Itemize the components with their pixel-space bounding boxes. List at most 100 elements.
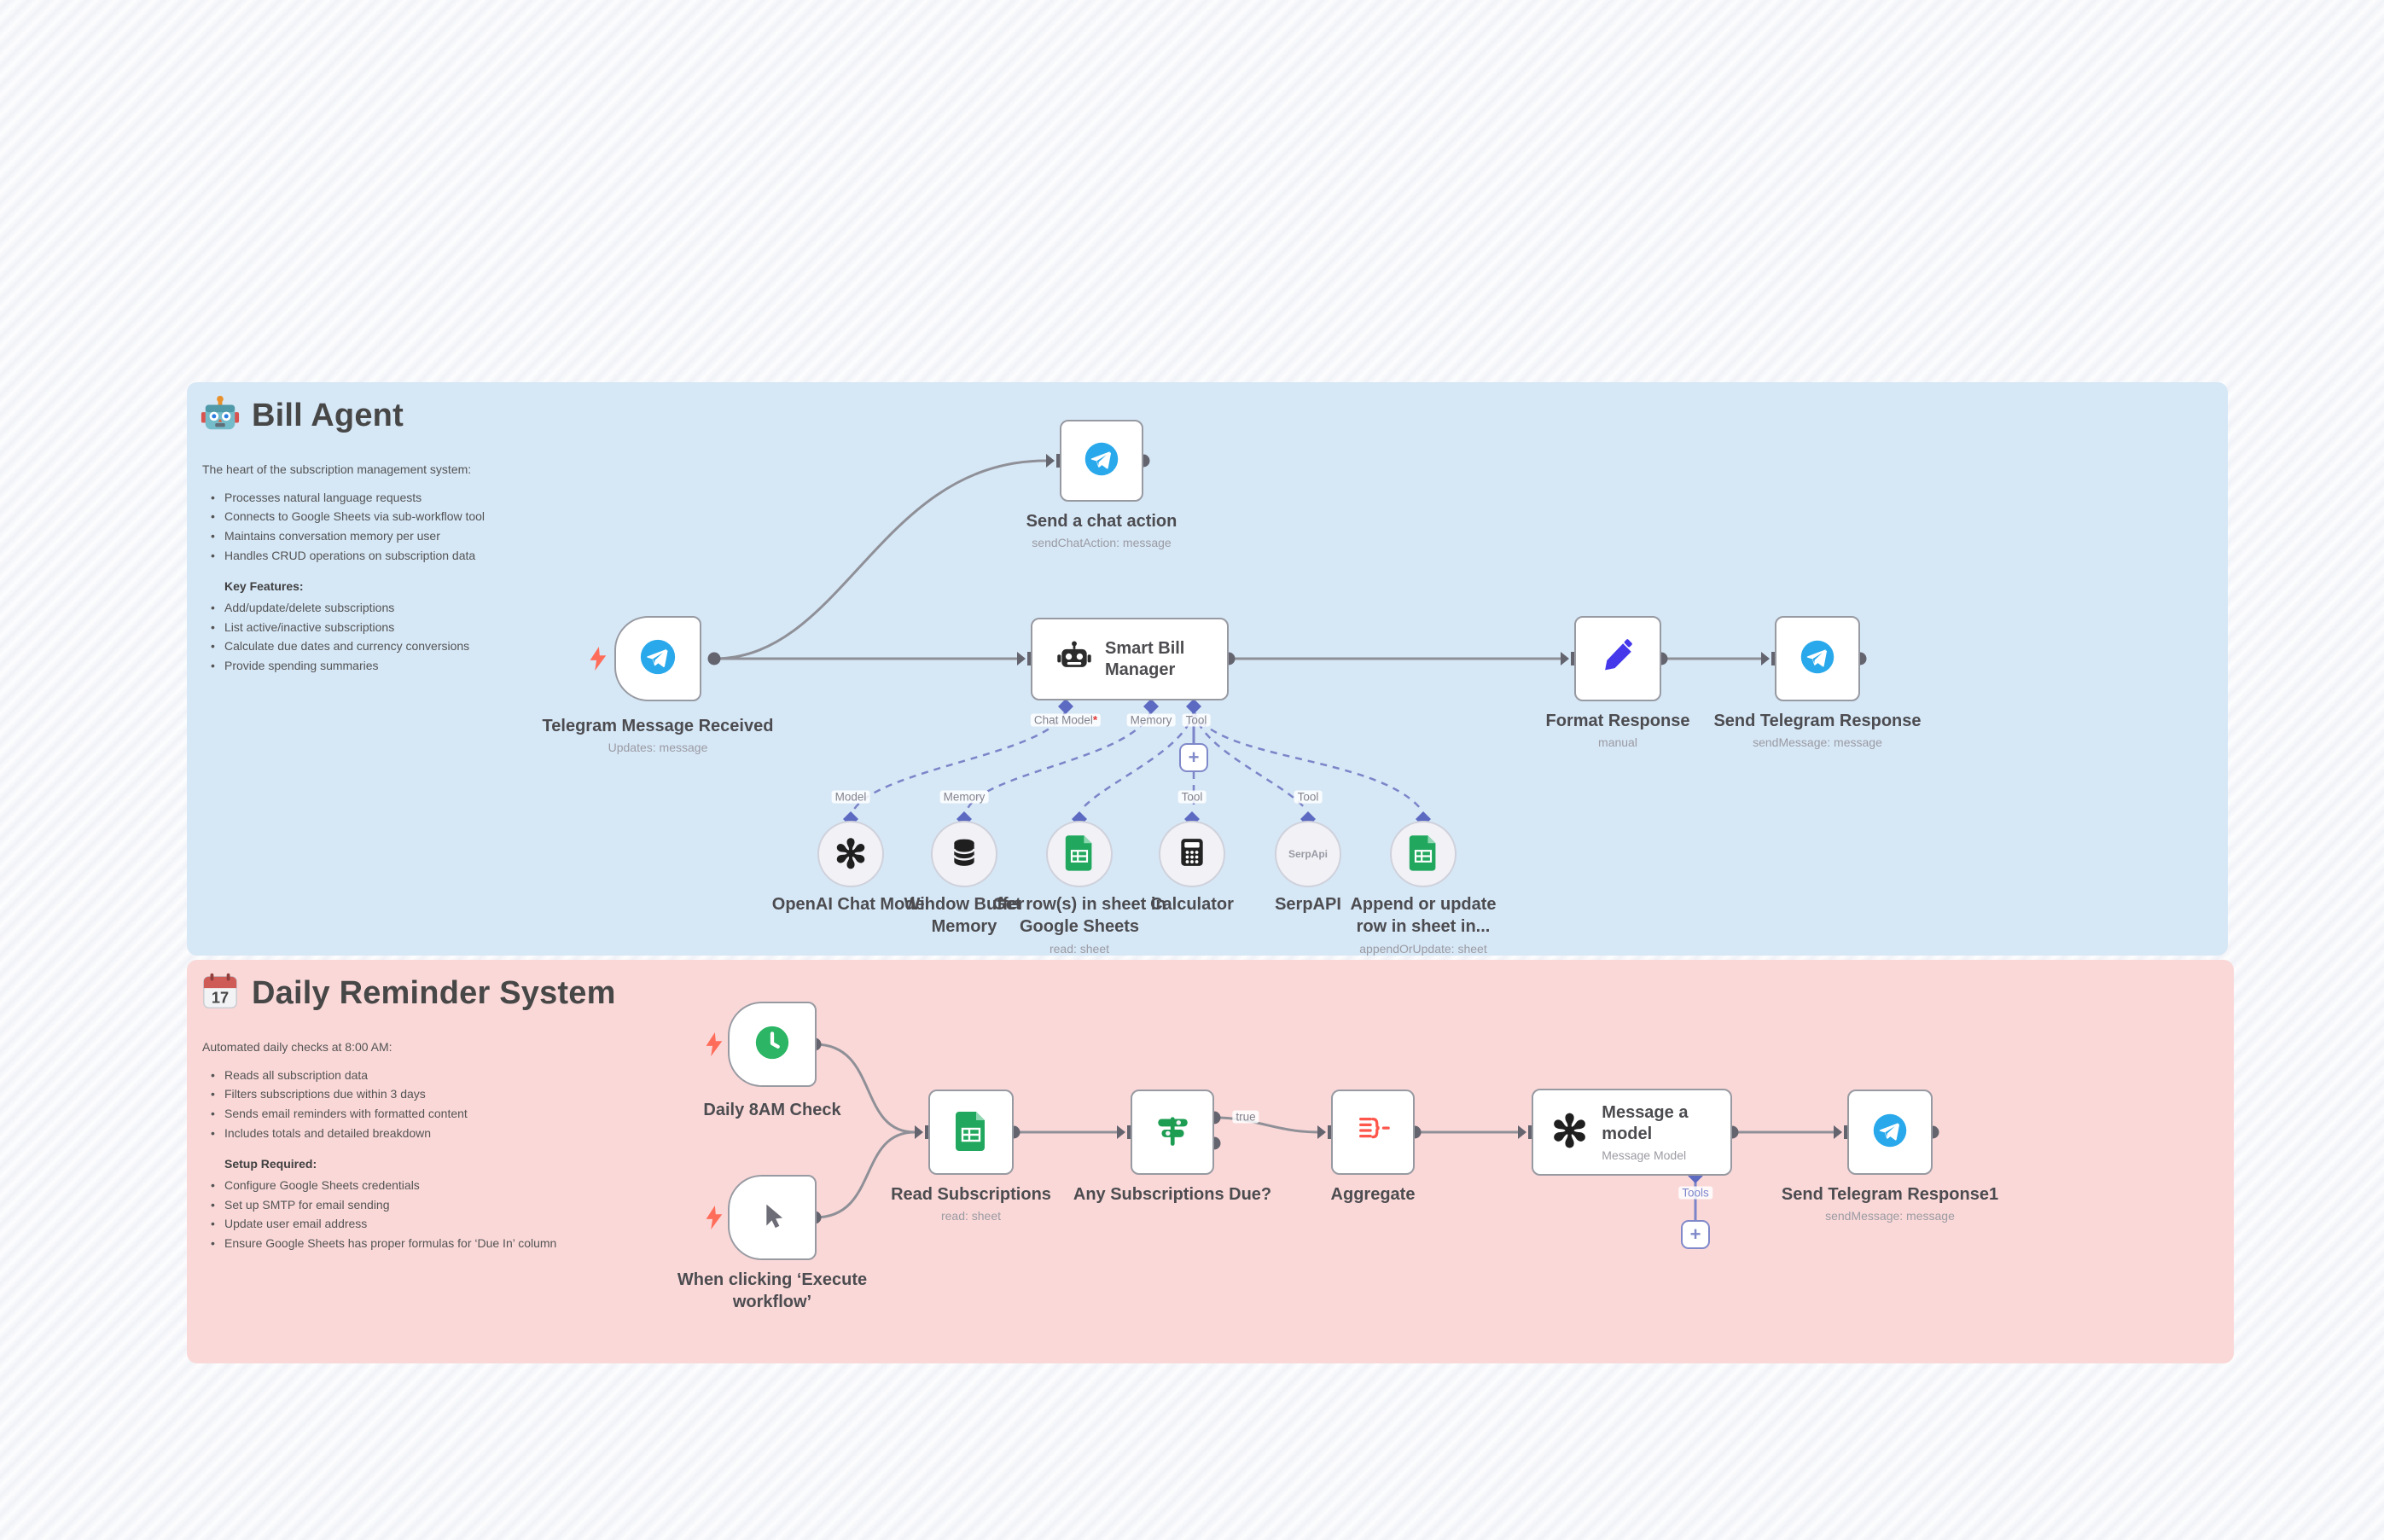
google-sheets-icon xyxy=(1064,834,1095,875)
zap-icon[interactable] xyxy=(703,1205,724,1235)
pencil-icon xyxy=(1600,638,1636,679)
list-item: Handles CRUD operations on subscription … xyxy=(211,546,748,566)
input-port[interactable] xyxy=(915,1125,929,1139)
diamond-port-chat-model[interactable] xyxy=(1058,699,1073,714)
subnode-title: OpenAI Chat Model xyxy=(771,895,930,914)
subnode-title: SerpAPI xyxy=(1275,895,1341,914)
subnode-openai-chat-model[interactable]: ✻ xyxy=(817,821,884,887)
openai-icon: ✻ xyxy=(834,832,868,876)
list-item: Set up SMTP for email sending xyxy=(211,1195,748,1215)
list-item: Maintains conversation memory per user xyxy=(211,526,748,546)
telegram-icon xyxy=(638,637,677,681)
node-title: Smart Bill Manager xyxy=(1105,638,1185,679)
branch-label-true: true xyxy=(1232,1110,1259,1124)
wire-manual-to-read xyxy=(814,1130,916,1219)
list-item: Update user email address xyxy=(211,1214,748,1234)
input-port[interactable] xyxy=(1046,454,1061,468)
node-title: Any Subscriptions Due? xyxy=(1073,1185,1272,1204)
database-icon xyxy=(947,835,981,874)
node-title: Send Telegram Response1 xyxy=(1781,1185,1999,1204)
bill-agent-intro: The heart of the subscription management… xyxy=(202,462,472,476)
port-label-tool: Tool xyxy=(1182,713,1211,727)
node-aggregate[interactable] xyxy=(1331,1090,1415,1175)
node-send-telegram-response[interactable] xyxy=(1775,616,1860,701)
wire-if-true-to-aggregate xyxy=(1215,1116,1318,1134)
daily-reminder-setup-list: Configure Google Sheets credentials Set … xyxy=(202,1176,748,1253)
zap-icon[interactable] xyxy=(703,1032,724,1061)
setup-required-heading: Setup Required: xyxy=(224,1157,317,1171)
subnode-window-buffer-memory[interactable] xyxy=(931,821,997,887)
node-title: Daily 8AM Check xyxy=(703,1101,841,1119)
add-tool-button[interactable]: + xyxy=(1179,743,1208,772)
node-daily-8am-check[interactable] xyxy=(728,1002,817,1087)
port-label-chat-model: Chat Model* xyxy=(1030,713,1102,727)
list-item: Calculate due dates and currency convers… xyxy=(211,636,748,656)
robot-agent-icon xyxy=(1055,638,1093,680)
input-port[interactable] xyxy=(1561,652,1575,665)
node-format-response[interactable] xyxy=(1574,616,1661,701)
node-read-subscriptions[interactable] xyxy=(928,1090,1014,1175)
subnode-calculator[interactable] xyxy=(1159,821,1225,887)
port-label-tools: Tools xyxy=(1678,1186,1712,1200)
telegram-icon xyxy=(1799,638,1836,680)
bill-agent-features-list: Add/update/delete subscriptions List act… xyxy=(202,598,748,676)
subnode-append-row-sheets[interactable] xyxy=(1390,821,1457,887)
input-port[interactable] xyxy=(1317,1125,1332,1139)
daily-reminder-intro: Automated daily checks at 8:00 AM: xyxy=(202,1040,392,1054)
diamond-port-tool[interactable] xyxy=(1186,699,1201,714)
wire-tool-to-serpapi xyxy=(1192,710,1306,810)
node-subtitle: sendMessage: message xyxy=(1753,735,1882,750)
telegram-icon xyxy=(1871,1112,1909,1154)
input-port[interactable] xyxy=(1518,1125,1532,1139)
node-smart-bill-manager[interactable]: Smart Bill Manager xyxy=(1031,618,1229,700)
clock-icon xyxy=(753,1023,792,1066)
subnode-title: Window Buffer Memory xyxy=(904,895,1025,937)
node-any-subscriptions-due[interactable] xyxy=(1131,1090,1214,1175)
node-manual-trigger[interactable] xyxy=(728,1175,817,1260)
input-port[interactable] xyxy=(1117,1125,1131,1139)
node-message-a-model[interactable]: ✻ Message a model Message Model xyxy=(1532,1089,1732,1176)
input-ports[interactable] xyxy=(915,454,1848,1139)
port-label-model: Model xyxy=(831,790,870,804)
subnode-title: Append or update row in sheet in... xyxy=(1350,895,1497,937)
robot-emoji-icon xyxy=(201,394,240,438)
node-title: Format Response xyxy=(1545,712,1690,730)
wire-daily-to-read xyxy=(814,1043,916,1134)
input-port[interactable] xyxy=(1834,1125,1848,1139)
cursor-icon xyxy=(755,1199,789,1237)
wire-tool-to-append xyxy=(1192,710,1422,810)
zap-icon[interactable] xyxy=(587,646,608,676)
subnode-title: Calculator xyxy=(1150,895,1234,914)
google-sheets-icon xyxy=(954,1110,988,1155)
node-title: Send Telegram Response xyxy=(1713,712,1922,730)
input-port[interactable] xyxy=(1761,652,1776,665)
node-send-a-chat-action[interactable] xyxy=(1060,420,1143,502)
list-item: Connects to Google Sheets via sub-workfl… xyxy=(211,507,748,526)
section-title-daily-reminder: Daily Reminder System xyxy=(252,975,616,1011)
port-label-tool: Tool xyxy=(1177,790,1207,804)
node-title: Message a model xyxy=(1602,1103,1689,1143)
key-features-heading: Key Features: xyxy=(224,579,304,594)
subnode-serpapi[interactable]: SerpApi xyxy=(1275,821,1341,887)
subnode-get-rows-sheets[interactable] xyxy=(1046,821,1113,887)
node-telegram-message-received[interactable] xyxy=(614,616,701,701)
node-send-telegram-response1[interactable] xyxy=(1847,1090,1933,1175)
serpapi-logo: SerpApi xyxy=(1288,848,1328,860)
list-item: Filters subscriptions due within 3 days xyxy=(211,1084,748,1104)
port-label-memory: Memory xyxy=(939,790,989,804)
add-tool-button[interactable]: + xyxy=(1681,1220,1710,1249)
node-title: Aggregate xyxy=(1330,1185,1416,1204)
node-title: Telegram Message Received xyxy=(542,717,774,735)
google-sheets-icon xyxy=(1408,834,1439,875)
output-port[interactable] xyxy=(707,652,721,665)
input-port[interactable] xyxy=(1017,652,1032,665)
diamond-port-memory[interactable] xyxy=(1143,699,1159,714)
wire-trigger-to-chat-action xyxy=(713,459,1047,660)
node-title: When clicking ‘Execute workflow’ xyxy=(677,1270,868,1312)
port-label-tool: Tool xyxy=(1294,790,1323,804)
calendar-emoji-icon: 17 xyxy=(201,972,240,1015)
daily-reminder-bullet-list: Reads all subscription data Filters subs… xyxy=(202,1066,748,1143)
node-subtitle: Updates: message xyxy=(608,741,708,755)
node-subtitle: Message Model xyxy=(1602,1148,1687,1162)
